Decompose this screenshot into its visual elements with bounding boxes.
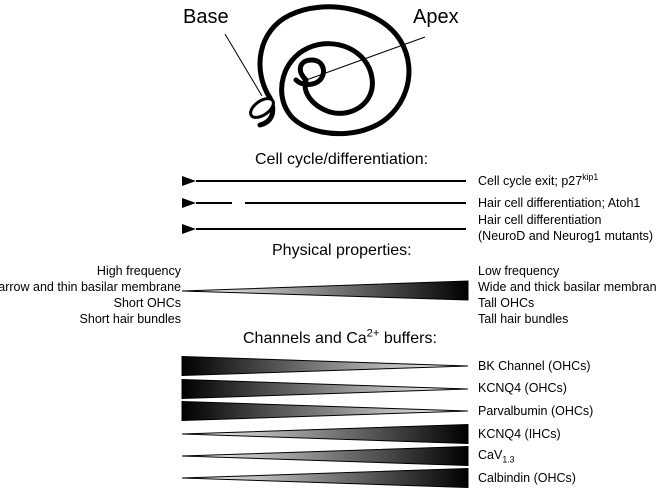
channel-label-kcnq4-ihc: KCNQ4 (IHCs) (478, 427, 561, 441)
section-channels: Channels and Ca2+ buffers: (243, 327, 437, 347)
channel-wedges (181, 355, 469, 488)
oval-window (249, 97, 275, 119)
phys-right-1: Wide and thick basilar membrane (478, 280, 657, 294)
phys-left-1: Narrow and thin basilar membrane (0, 280, 181, 294)
section-cell-cycle: Cell cycle/differentiation: (255, 151, 429, 168)
channel-label-cav13: CaV1.3 (478, 448, 515, 465)
spiral-outer-turn (257, 4, 412, 137)
cell-cycle-exit-label: Cell cycle exit; p27kip1 (478, 171, 599, 188)
channel-wedge-2 (181, 400, 469, 422)
section-physical: Physical properties: (272, 242, 412, 259)
phys-left-3: Short hair bundles (79, 312, 181, 326)
phys-right-2: Tall OHCs (478, 296, 535, 310)
atoh1-label: Hair cell differentiation; Atoh1 (478, 196, 641, 210)
base-label: Base (183, 6, 229, 28)
spiral-inner-turn (293, 57, 326, 87)
channel-label-calbindin: Calbindin (OHCs) (478, 471, 576, 485)
channel-wedge-0 (181, 355, 469, 377)
phys-left-2: Short OHCs (113, 296, 181, 310)
physical-gradient-wedge (181, 280, 469, 301)
channel-wedge-3 (181, 423, 469, 445)
apex-label: Apex (413, 6, 459, 28)
channel-label-parvalbumin: Parvalbumin (OHCs) (478, 404, 594, 418)
channel-wedge-4 (181, 445, 469, 467)
neurod-label-line1: Hair cell differentiation (478, 213, 602, 227)
channel-label-kcnq4-ohc: KCNQ4 (OHCs) (478, 381, 567, 395)
phys-left-0: High frequency (96, 264, 181, 278)
channel-label-bk: BK Channel (OHCs) (478, 359, 591, 373)
channel-wedge-5 (181, 467, 469, 488)
channel-wedge-1 (181, 378, 469, 400)
apex-pointer-line (297, 36, 426, 84)
neurod-label-line2: (NeuroD and Neurog1 mutants) (478, 229, 654, 243)
base-pointer-line (224, 33, 263, 97)
phys-right-3: Tall hair bundles (478, 312, 569, 326)
phys-right-0: Low frequency (478, 264, 560, 278)
